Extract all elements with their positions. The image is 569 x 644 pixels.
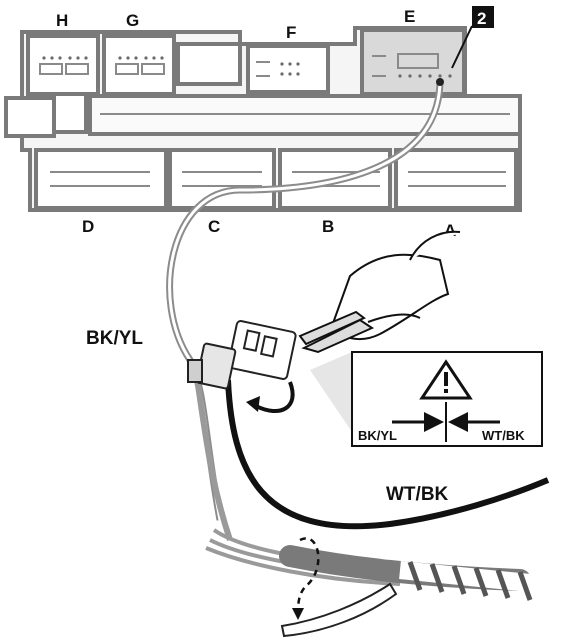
warning-label-right: WT/BK xyxy=(482,428,525,443)
zoom-wedge xyxy=(310,352,352,432)
connector-e xyxy=(360,28,466,96)
hand-pliers-icon xyxy=(298,230,461,354)
callout-leader xyxy=(451,25,473,69)
label-connector-g: G xyxy=(126,11,139,30)
label-connector-c: C xyxy=(208,217,220,236)
connector-f xyxy=(246,44,330,94)
gray-wire-2 xyxy=(193,371,233,541)
callout-badge xyxy=(472,6,494,28)
callout-number: 2 xyxy=(477,9,486,28)
connector-d xyxy=(34,148,168,210)
connector-a xyxy=(394,148,518,210)
tape-strip xyxy=(280,582,398,638)
wire-label-bk-yl: BK/YL xyxy=(86,328,143,349)
rotate-arrow-icon xyxy=(255,381,295,413)
label-connector-e: E xyxy=(404,7,415,26)
label-connector-f: F xyxy=(286,23,296,42)
wire-label-wt-bk: WT/BK xyxy=(386,484,449,505)
warning-label-left: BK/YL xyxy=(358,428,397,443)
pin-details xyxy=(39,53,510,187)
black-wire xyxy=(225,379,550,530)
label-connector-d: D xyxy=(82,217,94,236)
label-connector-h: H xyxy=(56,11,68,30)
connector-block xyxy=(4,26,522,212)
wrap-arrow-icon xyxy=(296,537,320,613)
label-connector-b: B xyxy=(322,217,334,236)
pinch-arrows-icon xyxy=(392,412,500,432)
connector-c xyxy=(168,148,276,210)
wire-harness-bundle xyxy=(205,528,541,601)
pin-dots xyxy=(42,56,452,78)
warning-icon xyxy=(419,359,473,400)
inline-connector xyxy=(187,320,297,390)
